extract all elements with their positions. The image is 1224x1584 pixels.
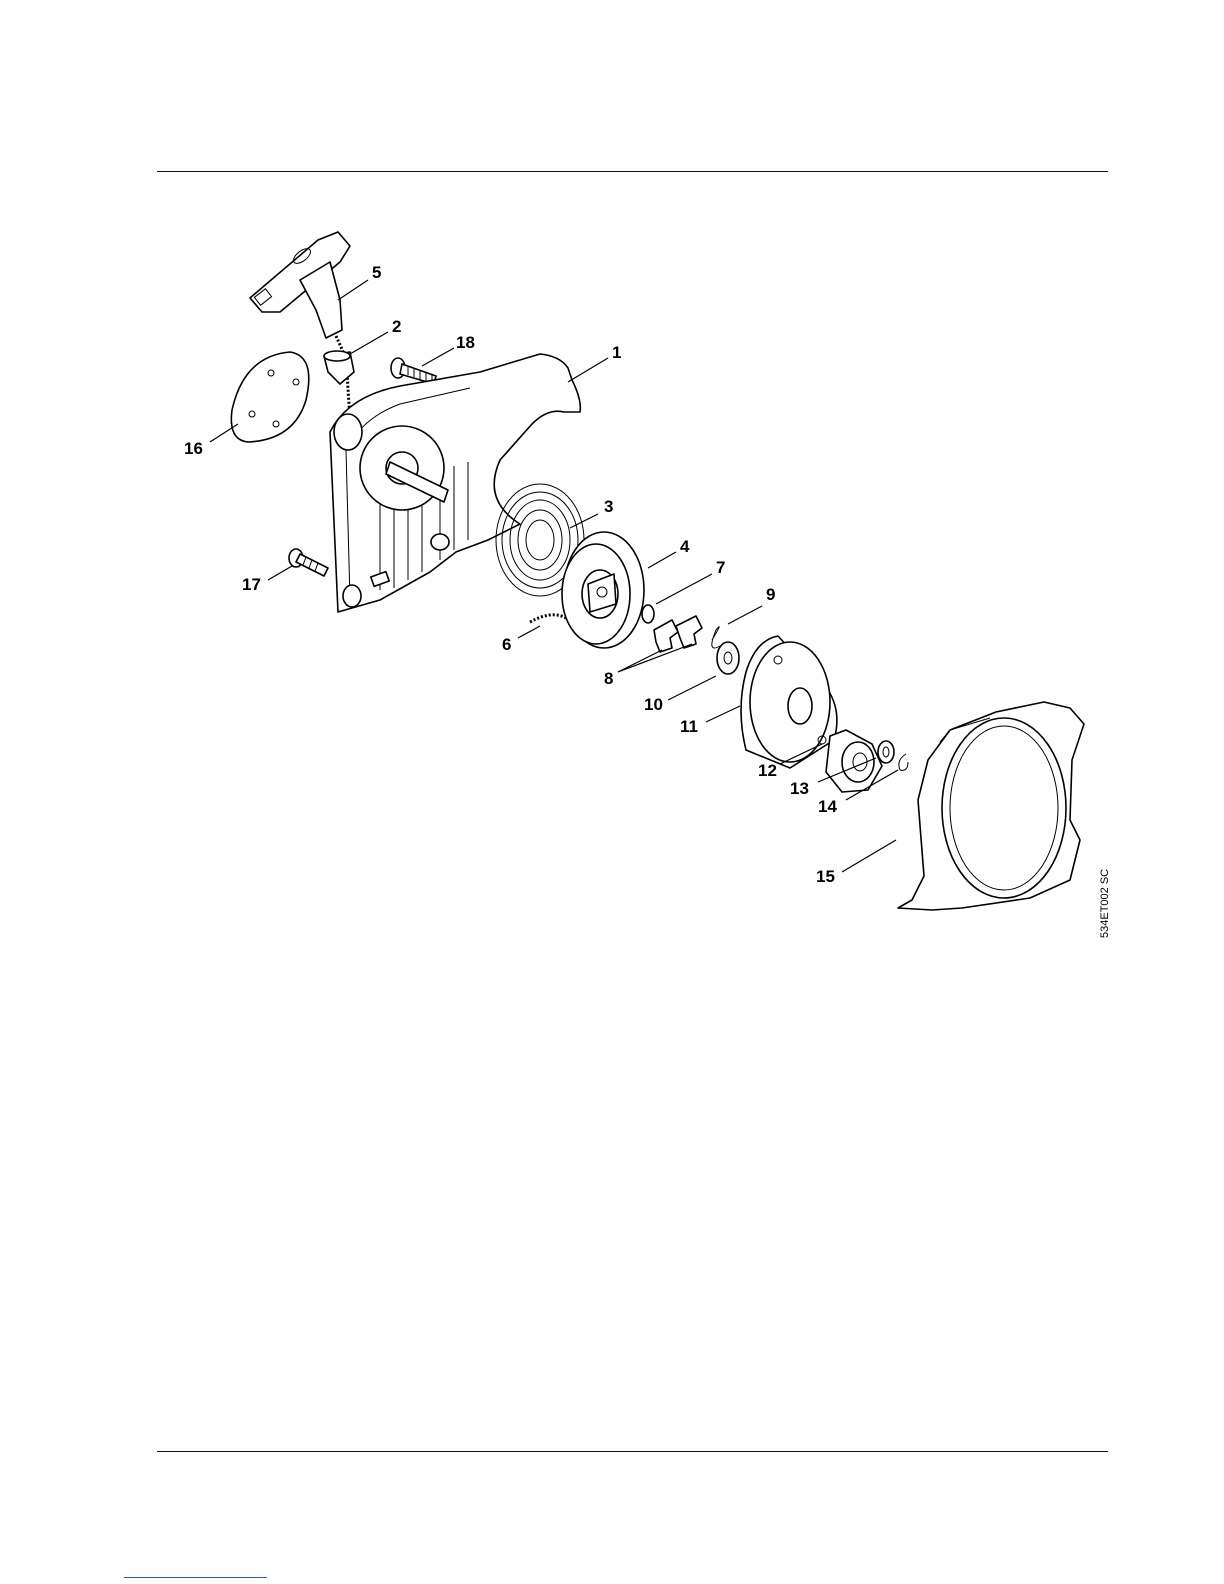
part-17-screw [289,549,328,576]
part-16-cover-disc [231,352,308,442]
label-17: 17 [242,575,261,594]
part-12-hub [826,730,882,792]
label-12: 12 [758,761,777,780]
label-16: 16 [184,439,203,458]
part-2-rope-guide [324,351,354,384]
label-7: 7 [716,558,725,577]
part-10-washer [717,642,739,674]
label-18: 18 [456,333,475,352]
part-15-cover [898,702,1084,910]
part-11-carrier [741,636,837,768]
part-9-spring-clip [712,627,720,648]
label-10: 10 [644,695,663,714]
label-9: 9 [766,585,775,604]
label-15: 15 [816,867,835,886]
label-5: 5 [372,263,381,282]
label-3: 3 [604,497,613,516]
part-4-rope-rotor [562,532,644,648]
part-5-starter-grip [250,232,350,338]
label-6: 6 [502,635,511,654]
figure-code: 534ET002 SC [1099,869,1111,938]
part-6-rope-segment [530,615,566,622]
label-14: 14 [818,797,837,816]
label-13: 13 [790,779,809,798]
label-11: 11 [680,717,698,736]
label-4: 4 [680,537,690,556]
part-1-fan-housing [330,354,580,612]
label-8: 8 [604,669,613,688]
part-13-washer [878,741,894,763]
label-2: 2 [392,317,401,336]
label-1: 1 [612,343,621,362]
part-8-pawls [654,616,702,652]
part-7-washer [642,605,654,623]
part-14-circlip [899,754,908,770]
